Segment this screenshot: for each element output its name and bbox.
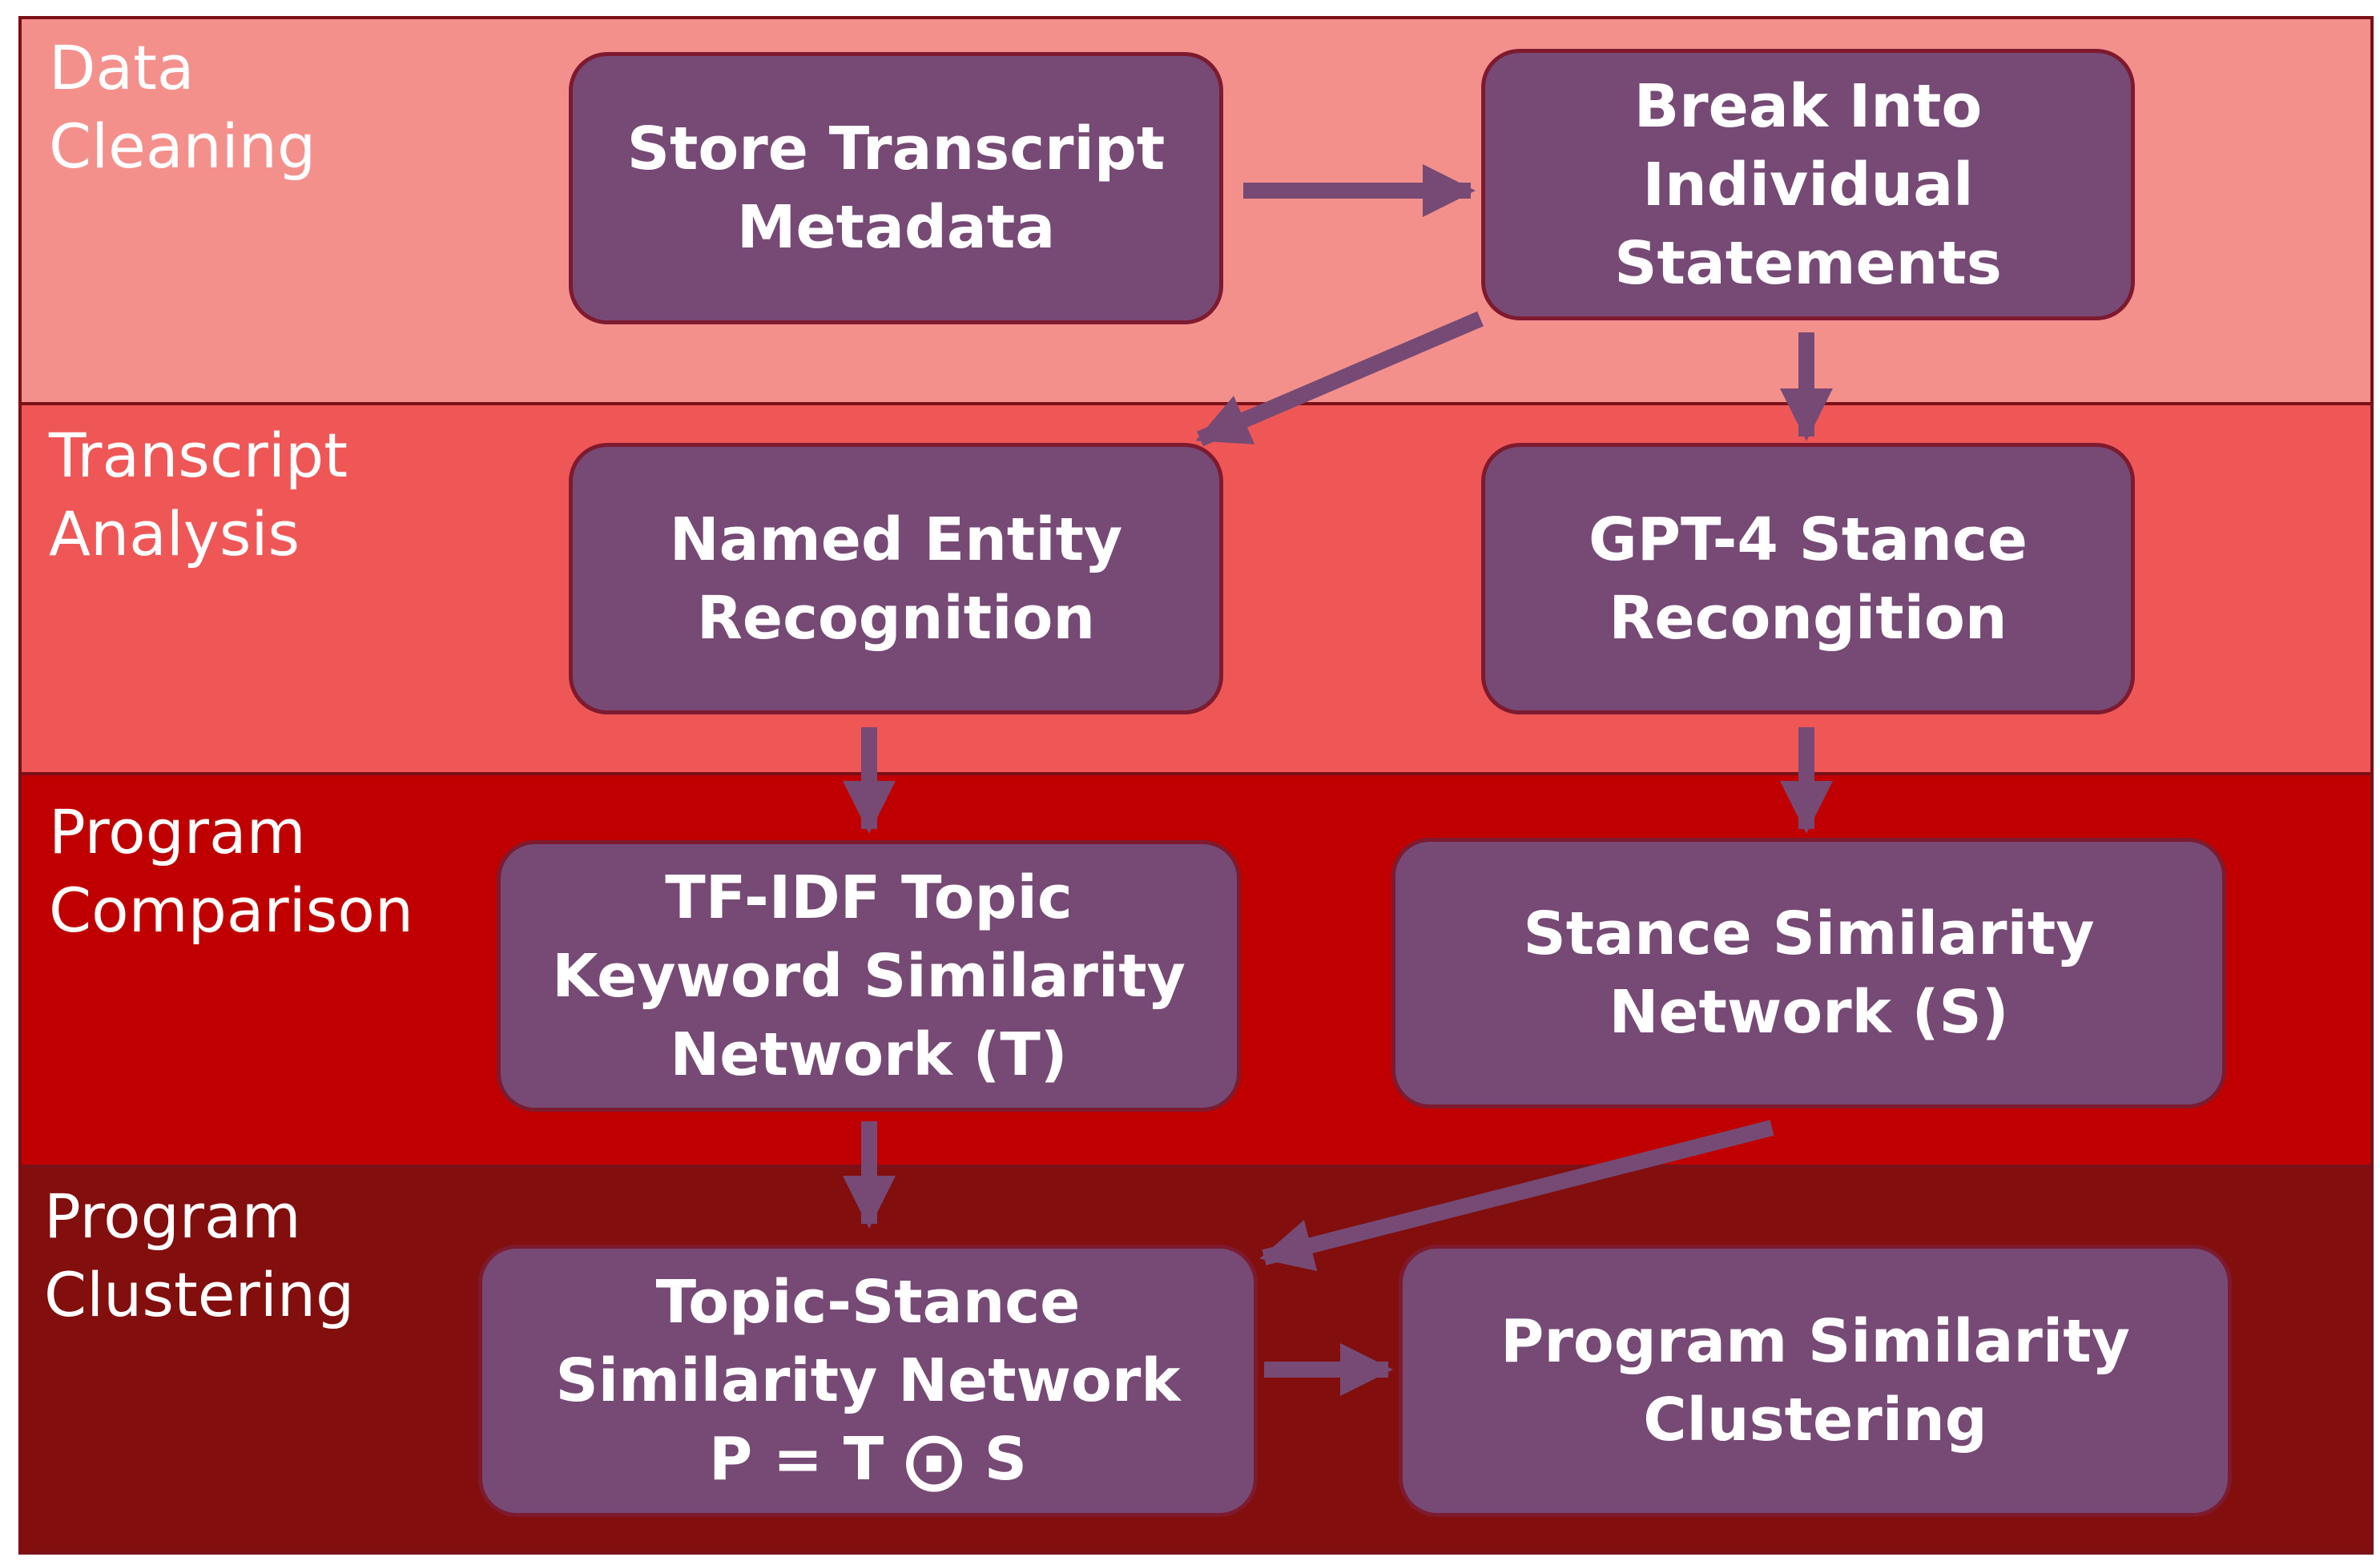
step-tfidf-topic-similarity-network: TF-IDF Topic Keyword Similarity Network …	[497, 840, 1241, 1112]
stage-label: Program Comparison	[49, 796, 414, 946]
step-store-transcript-metadata: Store Transcript Metadata	[569, 52, 1223, 324]
step-program-similarity-clustering: Program Similarity Clustering	[1399, 1245, 2232, 1517]
stage-label: Data Cleaning	[49, 32, 316, 182]
step-gpt4-stance-recognition: GPT-4 Stance Recongition	[1481, 443, 2135, 714]
stage-label: Transcript Analysis	[49, 420, 348, 569]
step-topic-stance-similarity-network: Topic-Stance Similarity Network P = T ⨀ …	[478, 1245, 1258, 1517]
step-named-entity-recognition: Named Entity Recognition	[569, 443, 1223, 714]
step-break-into-statements: Break Into Individual Statements	[1481, 49, 2135, 320]
step-stance-similarity-network: Stance Similarity Network (S)	[1391, 838, 2226, 1108]
stage-label: Program Clustering	[44, 1181, 355, 1330]
